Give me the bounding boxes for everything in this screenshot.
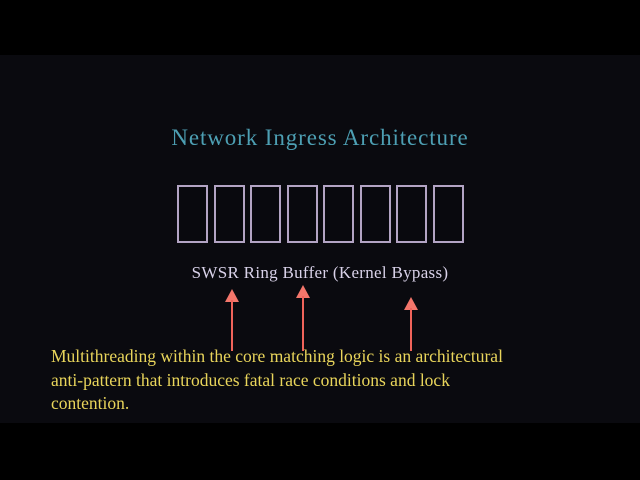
up-arrow-icon: [403, 297, 419, 351]
slide-content-area: Network Ingress Architecture SWSR Ring B…: [0, 55, 640, 423]
buffer-cell: [323, 185, 355, 243]
buffer-cell: [396, 185, 428, 243]
arrow-shaft: [231, 300, 233, 351]
arrow-head: [404, 297, 418, 310]
buffer-cell: [286, 185, 318, 243]
page-title: Network Ingress Architecture: [171, 125, 469, 150]
ring-buffer-diagram: [177, 185, 464, 243]
buffer-cell: [213, 185, 245, 243]
narration-line: contention.: [51, 393, 130, 413]
narration-caption: Multithreading within the core matching …: [51, 345, 596, 416]
ring-buffer-caption: SWSR Ring Buffer (Kernel Bypass): [191, 263, 449, 282]
buffer-cell: [432, 185, 464, 243]
letterbox-top: [0, 0, 640, 55]
up-arrow-icon: [224, 289, 240, 351]
arrow-head: [225, 289, 239, 302]
buffer-cell: [250, 185, 282, 243]
buffer-cell: [359, 185, 391, 243]
narration-line: Multithreading within the core matching …: [51, 346, 503, 366]
letterbox-bottom: [0, 423, 640, 480]
narration-line: anti-pattern that introduces fatal race …: [51, 369, 450, 390]
arrow-head: [296, 285, 310, 298]
buffer-cell: [177, 185, 208, 243]
arrow-shaft: [410, 308, 412, 351]
arrow-shaft: [302, 296, 304, 351]
up-arrow-icon: [295, 285, 311, 351]
